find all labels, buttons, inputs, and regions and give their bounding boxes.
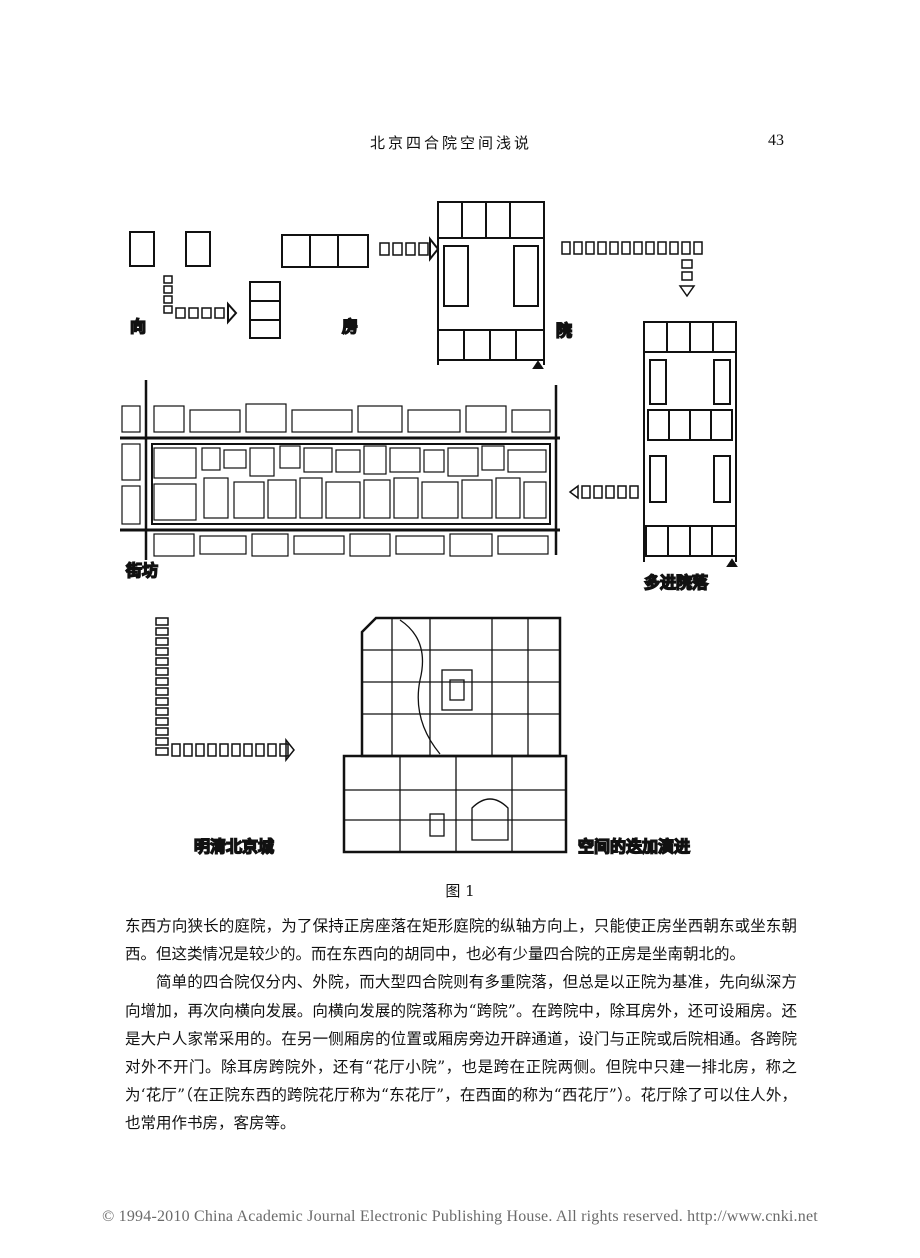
arrow-column-left	[155, 617, 295, 763]
label-xiang: 向	[130, 317, 146, 336]
panel-jiefang	[120, 380, 560, 560]
panel-beijing-plan	[342, 616, 568, 854]
arrow-row-middle	[568, 484, 639, 500]
panel-yuan	[437, 201, 545, 369]
running-header: 北京四合院空间浅说 43	[120, 132, 792, 166]
panel-xiang	[129, 231, 281, 339]
figure-caption: 图 1	[445, 882, 475, 900]
body-text: 东西方向狭长的庭院，为了保持正房座落在矩形庭院的纵轴方向上，只能使正房坐西朝东或…	[125, 912, 797, 1138]
copyright-footer: © 1994-2010 China Academic Journal Elect…	[102, 1208, 818, 1225]
label-yuan: 院	[556, 321, 572, 340]
running-title: 北京四合院空间浅说	[370, 134, 533, 152]
page-number: 43	[768, 132, 784, 149]
paragraph: 简单的四合院仅分内、外院，而大型四合院则有多重院落，但总是以正院为基准，先向纵深…	[125, 973, 797, 1133]
paragraph: 东西方向狭长的庭院，为了保持正房座落在矩形庭院的纵轴方向上，只能使正房坐西朝东或…	[125, 917, 797, 964]
label-diejia: 空间的迭加演进	[578, 837, 690, 856]
label-fang: 房	[342, 317, 358, 336]
label-duojin: 多进院落	[644, 573, 708, 592]
label-mingqing: 明清北京城	[194, 837, 274, 856]
figure-illustration: 向 房 院 街坊 多进院落 明清北京城 空间的迭加演进	[120, 201, 738, 857]
panel-duojin	[643, 321, 738, 567]
panel-fang	[281, 234, 440, 268]
arrow-row-top	[561, 241, 703, 298]
label-jiefang: 街坊	[126, 561, 158, 580]
figure-1: 向 房 院 街坊 多进院落 明清北京城 空间的迭加演进	[100, 180, 800, 870]
